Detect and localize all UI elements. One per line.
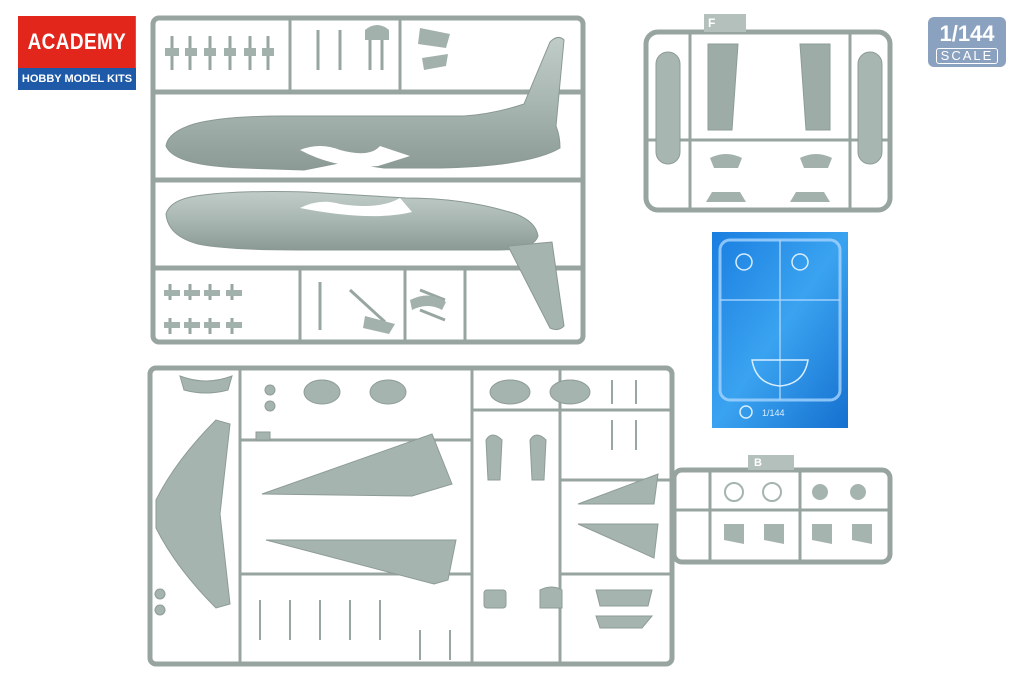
sprue-e-part-blobs [164, 25, 450, 334]
brand-name: ACADEMY [18, 16, 136, 68]
scale-badge: 1/144 SCALE [928, 17, 1006, 67]
sprue-b [671, 455, 893, 565]
sprue-a-parts [154, 375, 659, 629]
scale-word: SCALE [936, 48, 998, 64]
scale-ratio: 1/144 [939, 21, 995, 46]
sprue-a-letter: A [346, 423, 354, 435]
sprue-e [150, 15, 586, 345]
brand-tagline: HOBBY MODEL KITS [18, 68, 136, 90]
sprue-f [643, 14, 893, 213]
clear-sprue [712, 232, 848, 428]
fuselage-half-lower [165, 191, 565, 331]
sprue-e-letter: E [563, 142, 577, 150]
clear-sprue-marking: 1/144 [762, 408, 785, 418]
fuselage-half-upper [165, 36, 565, 171]
sprue-a [147, 365, 675, 667]
academy-logo: ACADEMY HOBBY MODEL KITS [18, 16, 136, 90]
sprue-f-letter: F [708, 16, 715, 30]
sprue-b-letter: B [754, 457, 762, 469]
sprue-a-gates [259, 380, 637, 660]
